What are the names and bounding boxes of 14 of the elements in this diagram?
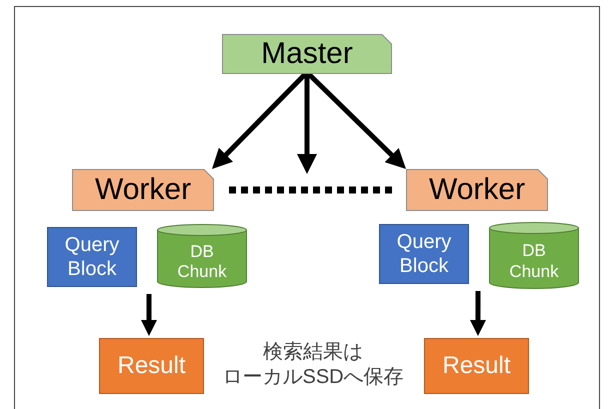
- note-text: 検索結果はローカルSSDへ保存: [222, 340, 404, 390]
- arrow: [297, 74, 317, 174]
- arrow: [141, 294, 157, 336]
- arrow: [470, 291, 486, 336]
- worker-box: Worker: [72, 169, 214, 211]
- query-block-box: Query Block: [47, 227, 137, 287]
- arrow: [212, 72, 308, 169]
- result-box: Result: [99, 338, 204, 394]
- worker-box: Worker: [406, 169, 548, 211]
- result-box: Result: [424, 338, 529, 394]
- arrow: [306, 72, 406, 169]
- master-box: Master: [222, 34, 392, 74]
- query-block-box: Query Block: [379, 224, 469, 284]
- dotted-line: [229, 186, 393, 194]
